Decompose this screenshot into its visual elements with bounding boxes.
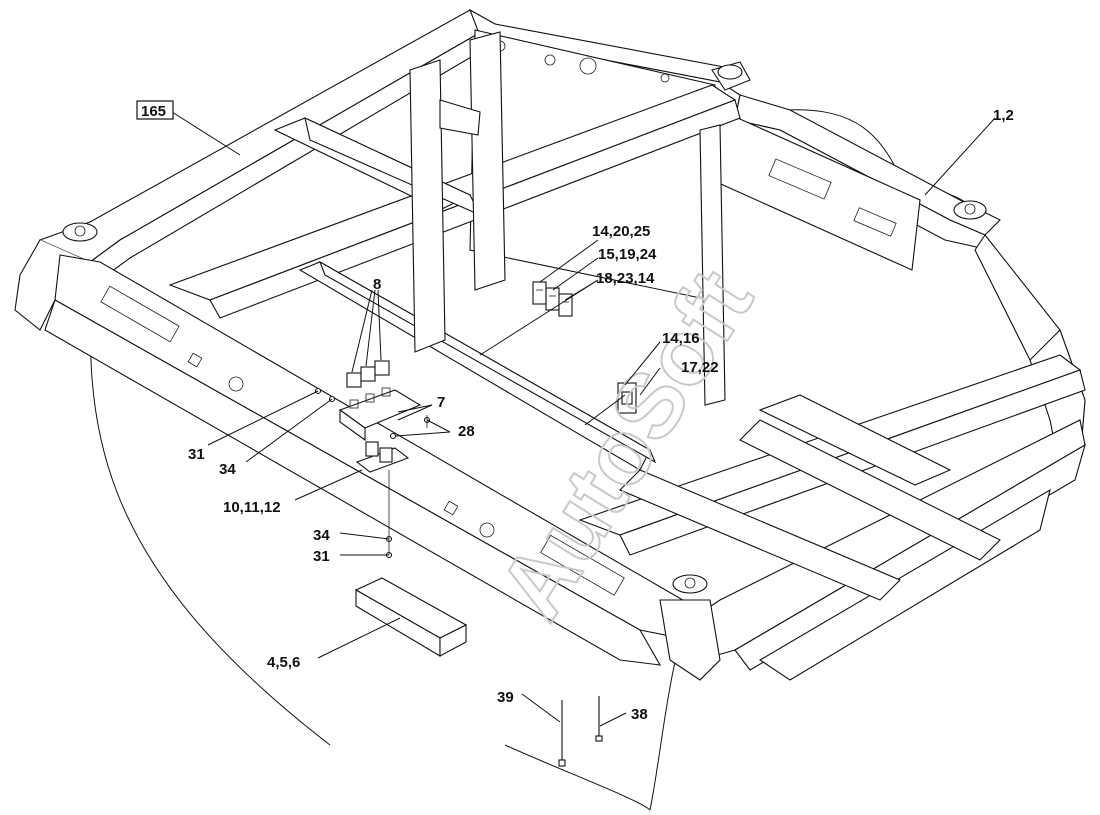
callout-10-11-12: 10,11,12 (223, 499, 281, 516)
frame (14, 8, 1086, 681)
callout-15-19-24: 15,19,24 (598, 246, 657, 263)
relay-group-8 (346, 360, 390, 388)
callout-34-top: 34 (219, 461, 236, 478)
callout-4-5-6: 4,5,6 (267, 654, 300, 671)
callout-18-23-14: 18,23,14 (596, 270, 655, 287)
callout-8: 8 (373, 276, 381, 293)
callout-17-22: 17,22 (681, 359, 719, 376)
callout-31-top: 31 (188, 446, 205, 463)
switch-block-right (617, 382, 637, 414)
fuse-block-7 (338, 387, 422, 442)
callout-39: 39 (497, 689, 514, 706)
callout-38: 38 (631, 706, 648, 723)
relay-block-10-11-12 (355, 441, 410, 473)
control-box-4-5-6 (354, 577, 468, 657)
callout-7: 7 (437, 394, 445, 411)
callout-1-2: 1,2 (993, 107, 1014, 124)
callout-165: 165 (141, 103, 166, 120)
callout-14-16: 14,16 (662, 330, 700, 347)
callout-28: 28 (458, 423, 475, 440)
leader-lines (171, 111, 996, 727)
callout-31-bottom: 31 (313, 548, 330, 565)
callout-14-20-25: 14,20,25 (592, 223, 650, 240)
callout-34-bottom: 34 (313, 527, 330, 544)
cable-ties (558, 696, 603, 767)
callout-box-165 (136, 100, 174, 120)
switch-block-upper (532, 281, 573, 317)
